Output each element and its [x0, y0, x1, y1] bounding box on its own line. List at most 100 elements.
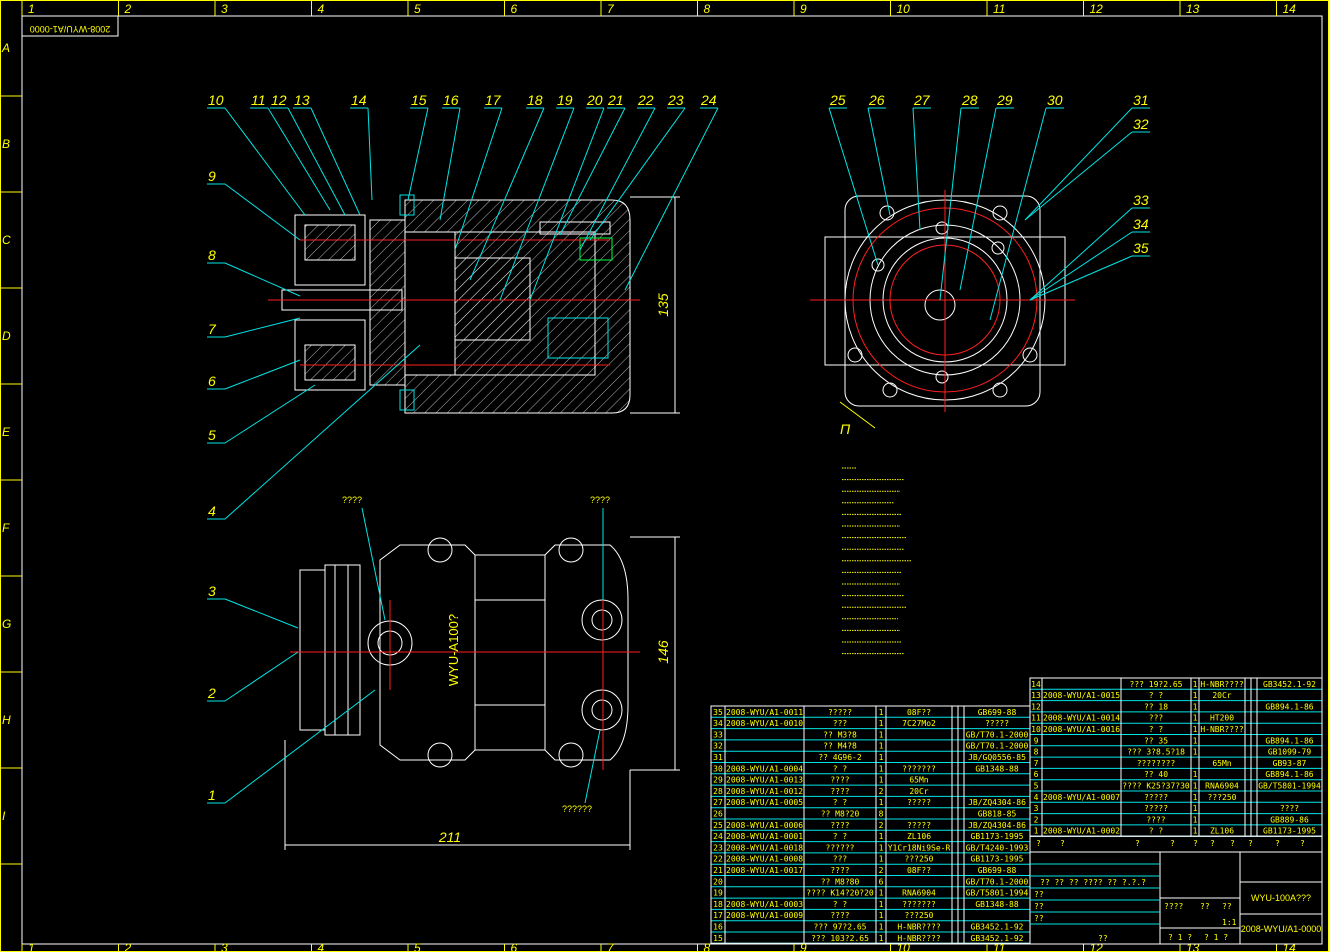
callout-4: 4 — [208, 503, 216, 519]
row-marker: C — [2, 233, 11, 247]
parts-cell: ?? M4?8 — [823, 742, 857, 751]
scale-value: 1:1 — [1222, 918, 1237, 927]
parts-cell: ???250 — [905, 855, 934, 864]
parts-cell: GB93-87 — [1273, 759, 1307, 768]
parts-cell: 29 — [713, 776, 723, 785]
callout-leader — [989, 107, 1047, 321]
parts-cell: GB3452.1-92 — [971, 934, 1024, 943]
parts-cell: GB1348-88 — [975, 900, 1019, 909]
parts-right-row: 3?????1???? — [1030, 804, 1322, 815]
parts-cell: GB894.1-86 — [1265, 736, 1313, 745]
section-view: 135 — [268, 194, 680, 414]
view-direction-label: П — [840, 421, 851, 437]
parts-cell: 23 — [713, 843, 723, 852]
column-marker-top: 12 — [1090, 2, 1104, 16]
parts-cell: ?? 18 — [1144, 702, 1168, 711]
callout-27: 27 — [913, 92, 931, 108]
parts-cell: 1 — [879, 719, 884, 728]
parts-cell: 1 — [1193, 793, 1198, 802]
parts-cell: 18 — [713, 900, 723, 909]
parts-cell: GB1099-79 — [1268, 748, 1312, 757]
callout-17: 17 — [485, 92, 502, 108]
parts-cell: 8 — [1034, 748, 1039, 757]
parts-cell: ??? 103?2.65 — [811, 934, 869, 943]
column-marker-bottom: 3 — [221, 941, 228, 952]
parts-cell: ???? K14?20?20 — [806, 889, 874, 898]
callout-2: 2 — [207, 685, 216, 701]
parts-cell: 1 — [879, 798, 884, 807]
callout-15: 15 — [411, 92, 427, 108]
parts-cell: 20Cr — [909, 787, 928, 796]
callout-10: 10 — [208, 92, 224, 108]
parts-cell: ?? 40 — [1144, 770, 1168, 779]
callout-leader — [224, 384, 316, 444]
parts-cell: 7C27Mo2 — [902, 719, 936, 728]
parts-cell: 2 — [879, 787, 884, 796]
parts-cell: 1 — [879, 832, 884, 841]
parts-cell: 2008-WYU/A1-0001 — [726, 832, 803, 841]
parts-cell: 4 — [1034, 793, 1039, 802]
column-marker-top: 11 — [993, 2, 1005, 16]
parts-cell: ??????? — [902, 764, 936, 773]
parts-cell: ? ? — [833, 900, 848, 909]
column-marker-top: 1 — [28, 2, 35, 16]
parts-header-cell: ? — [1036, 839, 1041, 848]
parts-cell: ??????? — [902, 900, 936, 909]
column-marker-top: 7 — [607, 2, 615, 16]
column-marker-top: 8 — [704, 2, 711, 16]
column-marker-bottom: 7 — [607, 941, 615, 952]
column-marker-bottom: 4 — [318, 941, 325, 952]
callout-1: 1 — [208, 787, 216, 803]
parts-cell: 35 — [713, 708, 723, 717]
callout-leader — [224, 359, 301, 390]
parts-cell: ???250 — [905, 911, 934, 920]
parts-cell: 2008-WYU/A1-0009 — [726, 911, 803, 920]
column-marker-top: 10 — [897, 2, 911, 16]
parts-cell: 1 — [1193, 702, 1198, 711]
parts-cell: 2008-WYU/A1-0002 — [1043, 827, 1120, 836]
parts-cell: GB3452.1-92 — [1263, 680, 1316, 689]
parts-header-cell: ? — [1230, 839, 1235, 848]
parts-cell: 1 — [879, 934, 884, 943]
parts-cell: ????? — [1144, 804, 1168, 813]
parts-cell: H-NBR???? — [897, 923, 941, 932]
parts-cell: 1 — [879, 900, 884, 909]
parts-cell: 1 — [1193, 680, 1198, 689]
parts-cell: ? ? — [1149, 827, 1164, 836]
callout-leader — [529, 107, 605, 301]
check-label: ?? — [1034, 902, 1044, 911]
callout-31: 31 — [1133, 92, 1149, 108]
parts-cell: ? ? — [833, 798, 848, 807]
parts-cell: 2008-WYU/A1-0016 — [1043, 725, 1120, 734]
parts-cell: 1 — [1193, 736, 1198, 745]
callout-33: 33 — [1133, 192, 1149, 208]
parts-cell: 28 — [713, 787, 723, 796]
parts-cell: 1 — [1193, 748, 1198, 757]
parts-cell: 2 — [879, 866, 884, 875]
callout-6: 6 — [208, 373, 216, 389]
parts-cell: 1 — [879, 855, 884, 864]
parts-cell: ???250 — [1208, 793, 1237, 802]
parts-cell: 32 — [713, 742, 723, 751]
column-marker-top: 14 — [1283, 2, 1297, 16]
parts-cell: ??? — [1149, 714, 1164, 723]
parts-header-cell: ? — [1210, 839, 1215, 848]
parts-cell: 65Mn — [1212, 759, 1231, 768]
parts-header-cell: ? — [1060, 839, 1065, 848]
parts-cell: ????? — [907, 798, 931, 807]
callout-13: 13 — [294, 92, 310, 108]
parts-cell: 19 — [713, 889, 723, 898]
parts-cell: 2008-WYU/A1-0018 — [726, 843, 803, 852]
callout-leader — [367, 107, 373, 201]
parts-cell: GB1348-88 — [975, 764, 1019, 773]
parts-cell: GB1173-1995 — [971, 855, 1024, 864]
parts-cell: ?? 35 — [1144, 736, 1168, 745]
